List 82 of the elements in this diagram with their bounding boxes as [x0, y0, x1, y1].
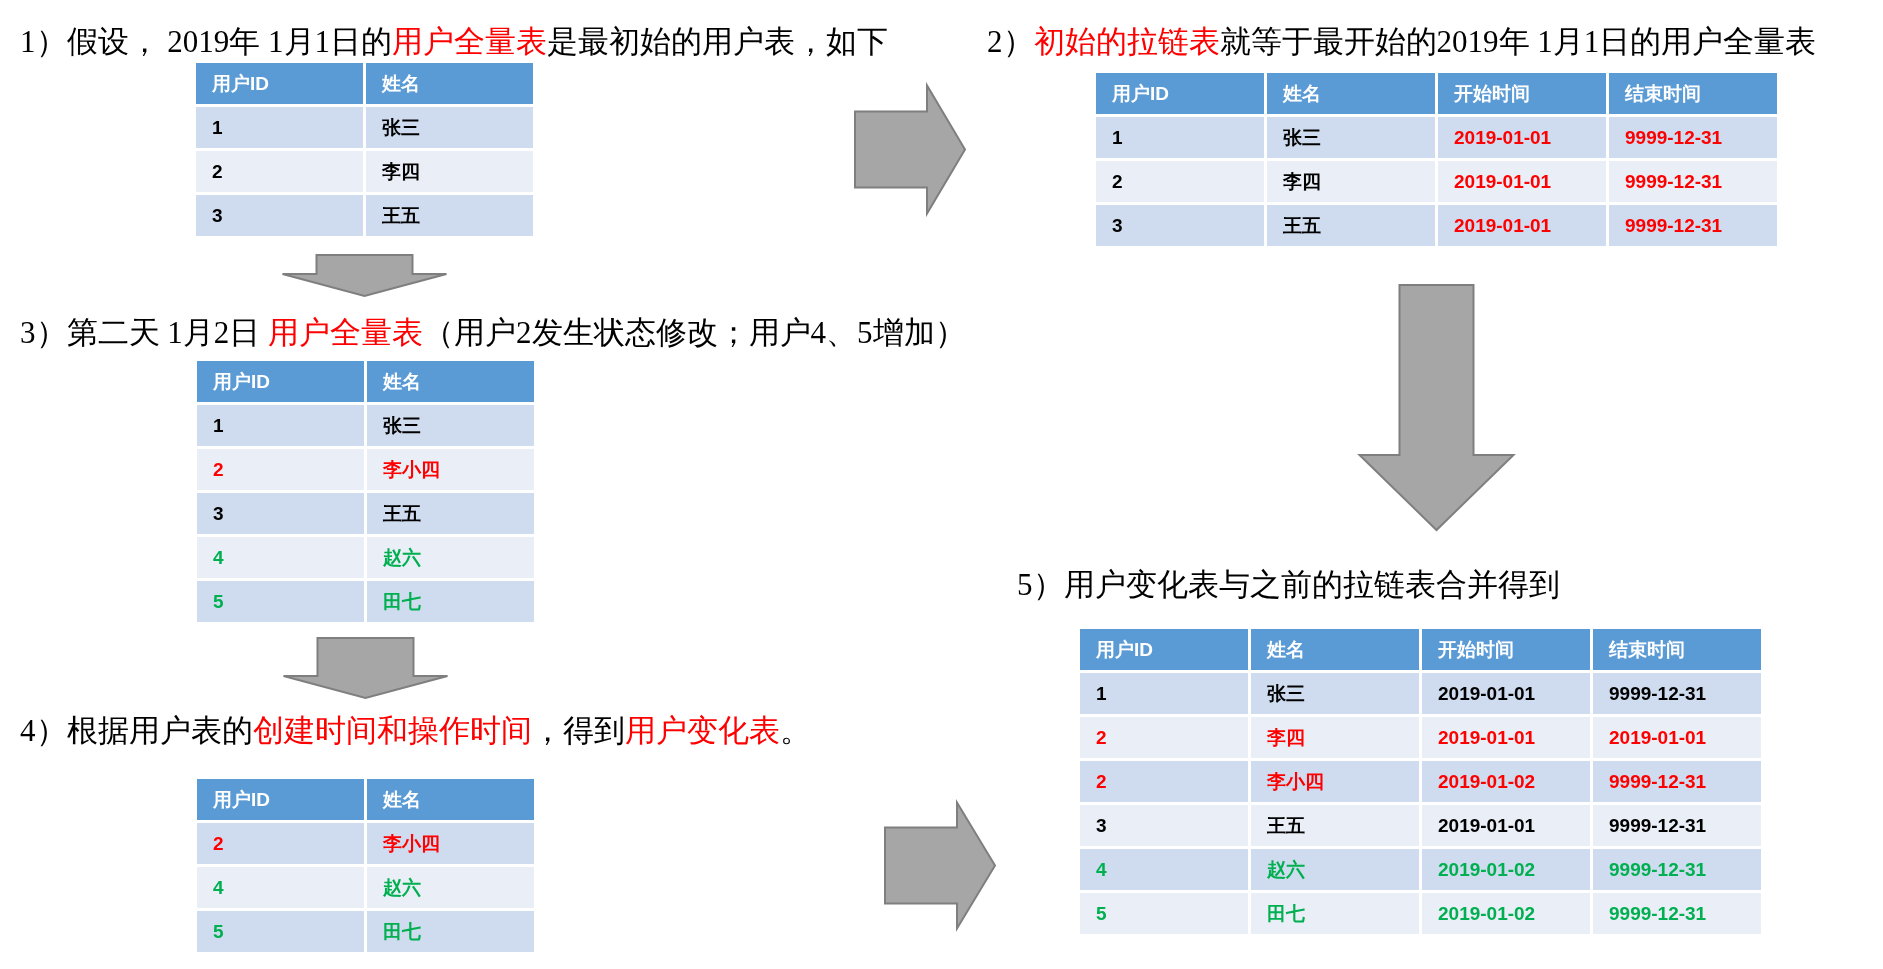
table-cell: 2 [197, 823, 364, 864]
table-cell: 2019-01-02 [1422, 761, 1590, 802]
table-cell: 赵六 [367, 867, 534, 908]
table-cell: 5 [197, 581, 364, 622]
header-cell: 用户ID [1096, 73, 1264, 114]
table-cell: 5 [197, 911, 364, 952]
table-cell: 张三 [366, 107, 533, 148]
table-cell: 2 [1096, 161, 1264, 202]
table-cell: 9999-12-31 [1593, 849, 1761, 890]
table-cell: 9999-12-31 [1593, 805, 1761, 846]
table-cell: 9999-12-31 [1609, 161, 1777, 202]
table-cell: 赵六 [1251, 849, 1419, 890]
table-cell: 5 [1080, 893, 1248, 934]
table-cell: 2019-01-02 [1422, 849, 1590, 890]
block-arrow [281, 254, 448, 298]
table-cell: 王五 [1267, 205, 1435, 246]
table-cell: 王五 [1251, 805, 1419, 846]
table-cell: 2019-01-01 [1422, 673, 1590, 714]
table-cell: 9999-12-31 [1593, 761, 1761, 802]
table-cell: 3 [1096, 205, 1264, 246]
header-cell: 姓名 [366, 63, 533, 104]
header-cell: 用户ID [197, 779, 364, 820]
table-cell: 2 [1080, 761, 1248, 802]
heading-text: 1）假设， 2019年 1月1日的用户全量表是最初始的用户表，如下 [20, 23, 888, 61]
block-arrow [884, 798, 997, 933]
table-cell: 2 [197, 449, 364, 490]
header-cell: 结束时间 [1609, 73, 1777, 114]
table-cell: 9999-12-31 [1609, 205, 1777, 246]
heading-text: 2）初始的拉链表就等于最开始的2019年 1月1日的用户全量表 [987, 23, 1817, 61]
table-cell: 9999-12-31 [1593, 893, 1761, 934]
table-cell: 张三 [1251, 673, 1419, 714]
table-cell: 1 [196, 107, 363, 148]
table-cell: 李四 [366, 151, 533, 192]
table-cell: 2019-01-02 [1422, 893, 1590, 934]
table-cell: 2 [1080, 717, 1248, 758]
table-cell: 3 [196, 195, 363, 236]
table-cell: 李小四 [367, 449, 534, 490]
header-cell: 姓名 [367, 779, 534, 820]
block-arrow [854, 81, 967, 218]
table-cell: 2019-01-01 [1422, 717, 1590, 758]
header-cell: 结束时间 [1593, 629, 1761, 670]
table-cell: 4 [197, 867, 364, 908]
table-cell: 王五 [366, 195, 533, 236]
table-cell: 1 [1080, 673, 1248, 714]
table-cell: 4 [1080, 849, 1248, 890]
table-cell: 李四 [1267, 161, 1435, 202]
header-cell: 用户ID [1080, 629, 1248, 670]
table-cell: 田七 [1251, 893, 1419, 934]
table-cell: 2019-01-01 [1438, 205, 1606, 246]
table-cell: 1 [1096, 117, 1264, 158]
block-arrow [282, 637, 449, 700]
header-cell: 姓名 [1267, 73, 1435, 114]
table-cell: 3 [1080, 805, 1248, 846]
table-cell: 3 [197, 493, 364, 534]
table-cell: 赵六 [367, 537, 534, 578]
table-cell: 4 [197, 537, 364, 578]
header-cell: 开始时间 [1438, 73, 1606, 114]
table-cell: 田七 [367, 581, 534, 622]
table-cell: 9999-12-31 [1609, 117, 1777, 158]
table-cell: 2019-01-01 [1593, 717, 1761, 758]
header-cell: 用户ID [196, 63, 363, 104]
table-cell: 李小四 [367, 823, 534, 864]
block-arrow [1357, 284, 1516, 532]
header-cell: 姓名 [1251, 629, 1419, 670]
heading-text: 4）根据用户表的创建时间和操作时间，得到用户变化表。 [20, 712, 811, 750]
table-cell: 9999-12-31 [1593, 673, 1761, 714]
table-cell: 李小四 [1251, 761, 1419, 802]
table-cell: 王五 [367, 493, 534, 534]
table-cell: 2019-01-01 [1438, 117, 1606, 158]
table-cell: 1 [197, 405, 364, 446]
table-cell: 2019-01-01 [1422, 805, 1590, 846]
table-cell: 张三 [367, 405, 534, 446]
header-cell: 用户ID [197, 361, 364, 402]
heading-text: 3）第二天 1月2日 用户全量表（用户2发生状态修改；用户4、5增加） [20, 314, 966, 352]
header-cell: 姓名 [367, 361, 534, 402]
table-cell: 田七 [367, 911, 534, 952]
table-cell: 张三 [1267, 117, 1435, 158]
table-cell: 李四 [1251, 717, 1419, 758]
table-cell: 2019-01-01 [1438, 161, 1606, 202]
table-cell: 2 [196, 151, 363, 192]
heading-text: 5）用户变化表与之前的拉链表合并得到 [1017, 566, 1560, 604]
header-cell: 开始时间 [1422, 629, 1590, 670]
